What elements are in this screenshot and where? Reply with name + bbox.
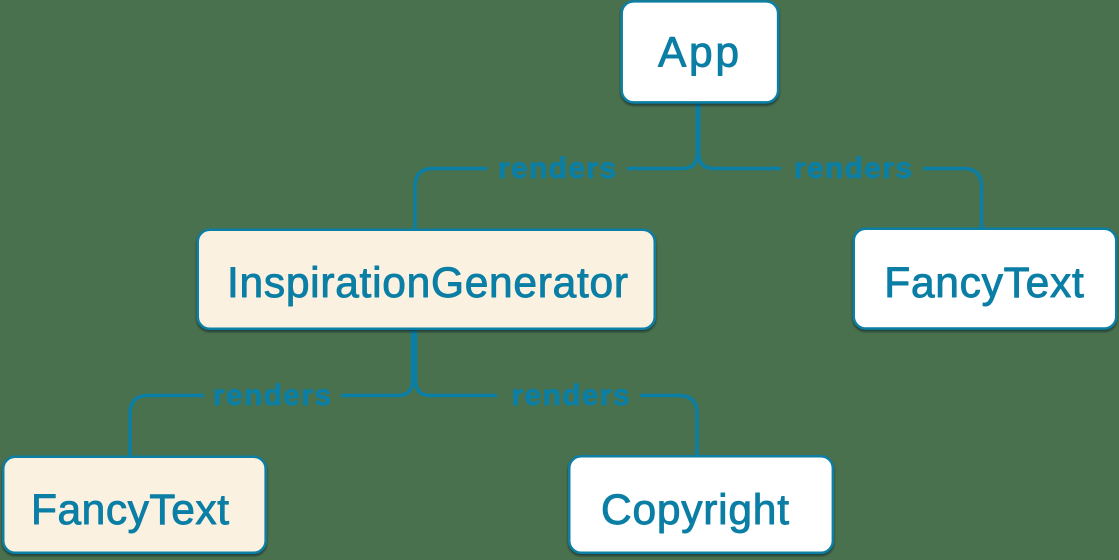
svg-text:renders: renders <box>512 379 630 412</box>
svg-text:InspirationGenerator: InspirationGenerator <box>227 260 628 307</box>
svg-text:renders: renders <box>498 152 616 185</box>
svg-text:Copyright: Copyright <box>601 487 789 534</box>
svg-text:renders: renders <box>213 379 331 412</box>
svg-text:renders: renders <box>794 152 912 185</box>
svg-text:FancyText: FancyText <box>31 487 229 534</box>
svg-text:App: App <box>658 30 739 77</box>
svg-text:FancyText: FancyText <box>884 260 1084 307</box>
